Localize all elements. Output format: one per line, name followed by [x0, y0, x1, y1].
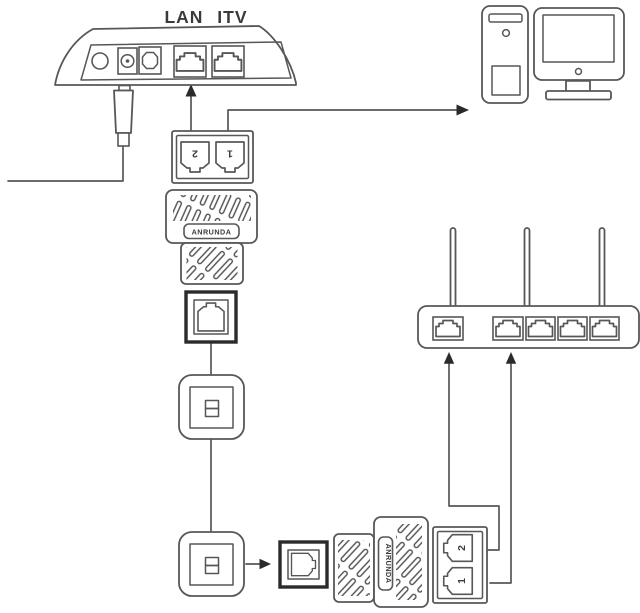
diagram-title: LAN ITV: [164, 7, 247, 27]
computer-tower-icon: [481, 5, 529, 104]
iptv-box-panel: [80, 41, 292, 81]
rj45-jack-bottom: [278, 540, 329, 589]
dc-power-port-icon: [117, 47, 138, 75]
brand-label: ANRUNDA: [384, 544, 393, 584]
vent-slots-icon: [186, 247, 238, 280]
port-1-label: 1: [456, 578, 468, 584]
router-antenna-icon: [598, 227, 606, 311]
iptv-box: [54, 25, 297, 86]
wall-plate-upper: [178, 374, 245, 440]
vent-slots-icon: [173, 195, 251, 221]
port-1-label: 1: [227, 148, 233, 160]
cable-port2-to-router-wan: [443, 352, 500, 551]
iptv-lan-port-icon: [173, 45, 207, 78]
splitter-bottom-dual-port: 2 1: [432, 526, 488, 604]
iptv-itv-port-icon: [211, 45, 245, 78]
anrunda-adapter-vertical: ANRUNDA: [165, 189, 258, 285]
arrow-right-icon: [456, 104, 469, 116]
arrow-up-icon: [443, 352, 455, 364]
router-lan-port-icon: [589, 316, 620, 341]
vent-slots-icon: [396, 524, 422, 600]
arrow-right-icon: [259, 558, 271, 570]
computer-monitor-icon: [533, 7, 625, 101]
wifi-router: [417, 227, 640, 349]
wall-plate-lower: [178, 531, 245, 597]
arrow-up-icon: [185, 84, 197, 97]
brand-label: ANRUNDA: [192, 228, 232, 237]
anrunda-adapter-horizontal: ANRUNDA: [333, 516, 429, 608]
keystone-jack-icon: [204, 564, 220, 575]
router-antenna-icon: [523, 227, 531, 311]
power-cable-line: [7, 145, 124, 182]
router-lan-port-icon: [525, 316, 556, 341]
router-lan-port-icon: [492, 316, 524, 341]
router-wan-port-icon: [432, 316, 464, 341]
antenna-connector-icon: [91, 52, 109, 70]
port-2-label: 2: [192, 148, 198, 160]
keystone-jack-icon: [204, 407, 220, 418]
port-2-label: 2: [456, 545, 468, 551]
desktop-computer: [481, 5, 625, 104]
splitter-top-dual-port: 2 1: [171, 130, 254, 184]
arrow-up-icon: [505, 352, 517, 364]
cable-port1-to-router-lan: [489, 352, 517, 584]
arrow-splitter-to-computer: [227, 104, 469, 132]
router-lan-port-icon: [557, 316, 588, 341]
router-antenna-icon: [449, 227, 457, 311]
arrow-splitter-to-iptv-lan-port: [185, 84, 197, 132]
optical-port-icon: [138, 46, 162, 75]
rj45-jack-top: [184, 290, 238, 344]
vent-slots-icon: [338, 540, 370, 596]
arrow-wall-plate-to-jack: [245, 558, 271, 570]
power-plug-icon: [113, 84, 134, 147]
